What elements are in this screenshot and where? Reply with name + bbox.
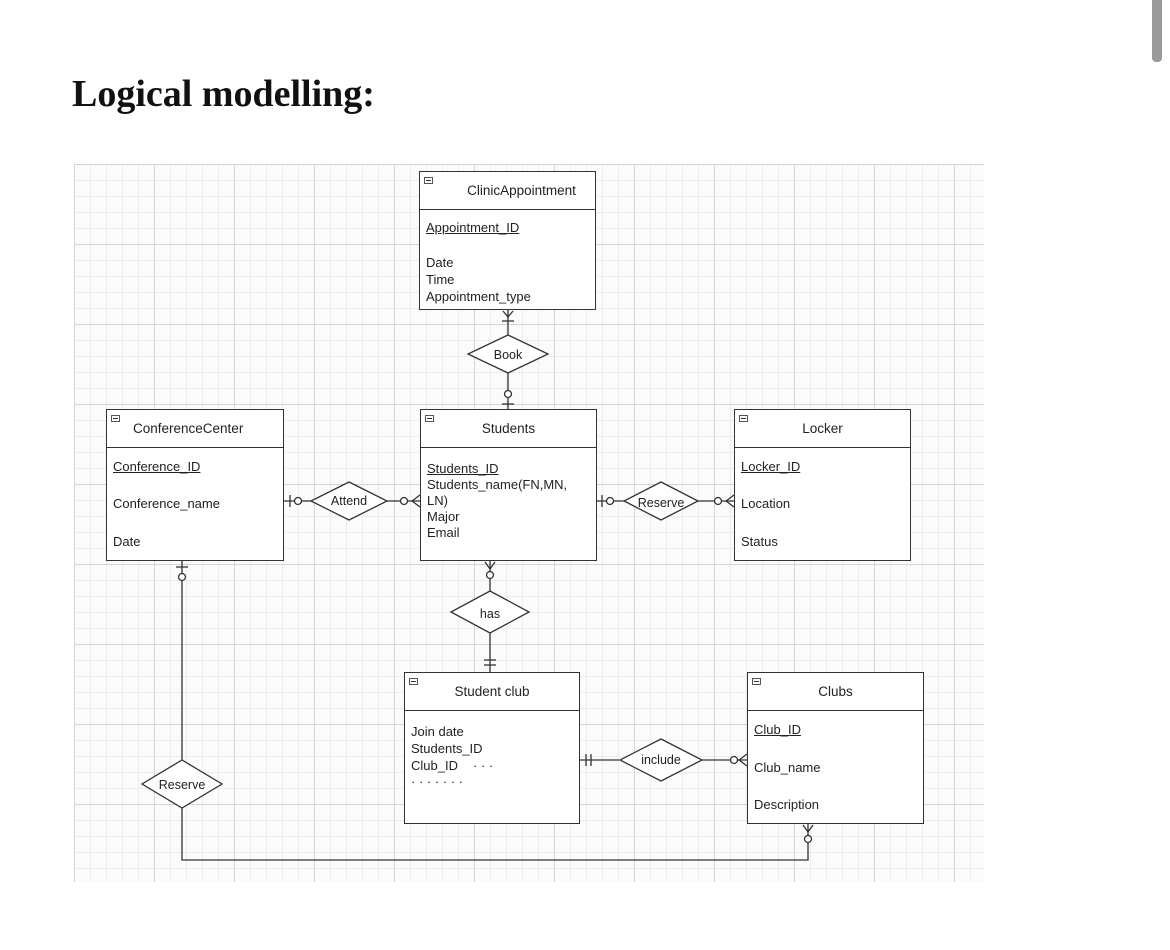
entity-title: Clubs <box>818 684 853 699</box>
collapse-icon[interactable] <box>739 415 748 422</box>
entity-header: ClinicAppointment <box>420 172 595 210</box>
attribute: Students_ID <box>411 741 483 756</box>
attribute: Club_name <box>754 760 821 775</box>
entity-students[interactable]: Students Students_ID Students_name(FN,MN… <box>420 409 597 561</box>
entity-conference-center[interactable]: ConferenceCenter Conference_ID Conferenc… <box>106 409 284 561</box>
diamond-include <box>618 738 704 782</box>
primary-key: Locker_ID <box>741 459 801 474</box>
attribute: Conference_name <box>113 496 220 511</box>
relationship-label-has: has <box>479 607 501 621</box>
entity-clubs[interactable]: Clubs Club_ID Club_name Description <box>747 672 924 824</box>
diamond-book <box>466 334 550 374</box>
entity-header: Locker <box>735 410 910 448</box>
entity-title: Student club <box>454 684 530 699</box>
scrollbar[interactable] <box>1152 0 1162 62</box>
entity-clinic-appointment[interactable]: ClinicAppointment Appointment_ID Date Ti… <box>419 171 596 310</box>
attribute: Time <box>426 272 455 287</box>
collapse-icon[interactable] <box>425 415 434 422</box>
primary-key: Conference_ID <box>113 459 201 474</box>
attribute: Major <box>427 509 460 524</box>
entity-title: ConferenceCenter <box>133 421 244 436</box>
attribute-ellipsis: · · · <box>473 758 494 773</box>
entity-locker[interactable]: Locker Locker_ID Location Status <box>734 409 911 561</box>
entity-header: ConferenceCenter <box>107 410 283 448</box>
relationship-label-reserve-locker: Reserve <box>637 496 685 510</box>
entity-header: Student club <box>405 673 579 711</box>
diamond-has <box>449 590 531 634</box>
collapse-icon[interactable] <box>409 678 418 685</box>
attribute: Join date <box>411 724 464 739</box>
collapse-icon[interactable] <box>752 678 761 685</box>
attribute: Location <box>741 496 791 511</box>
attribute-ellipsis: · · · · · · · <box>411 774 463 789</box>
entity-title: Locker <box>802 421 843 436</box>
attribute: Appointment_type <box>426 289 531 304</box>
diamond-reserve-conference <box>140 759 224 809</box>
entity-title: Students <box>481 421 536 436</box>
er-diagram: Book Attend Reserve has include Reserve … <box>74 164 984 882</box>
primary-key: Students_ID <box>427 461 499 476</box>
page-heading: Logical modelling: <box>72 73 375 115</box>
relationship-label-attend: Attend <box>330 494 368 508</box>
collapse-icon[interactable] <box>111 415 120 422</box>
primary-key: Appointment_ID <box>426 220 520 235</box>
entity-header: Clubs <box>748 673 923 711</box>
attribute: Club_ID <box>411 758 458 773</box>
attribute: Status <box>741 534 778 549</box>
collapse-icon[interactable] <box>424 177 433 184</box>
entity-title: ClinicAppointment <box>467 183 576 198</box>
entity-header: Students <box>421 410 596 448</box>
entity-student-club[interactable]: Student club Join date Students_ID Club_… <box>404 672 580 824</box>
attribute: Date <box>113 534 141 549</box>
attribute: Students_name(FN,MN, <box>427 477 568 492</box>
primary-key: Club_ID <box>754 722 801 737</box>
diamond-attend <box>309 481 389 521</box>
relationship-label-include: include <box>641 753 681 767</box>
attribute: Email <box>427 525 460 540</box>
relationship-label-book: Book <box>493 348 523 362</box>
connector-lines <box>140 309 814 861</box>
attribute: Description <box>754 797 820 812</box>
relationship-label-reserve-conference: Reserve <box>158 778 206 792</box>
diamond-reserve-locker <box>622 481 700 521</box>
attribute: LN) <box>427 493 448 508</box>
attribute: Date <box>426 255 454 270</box>
